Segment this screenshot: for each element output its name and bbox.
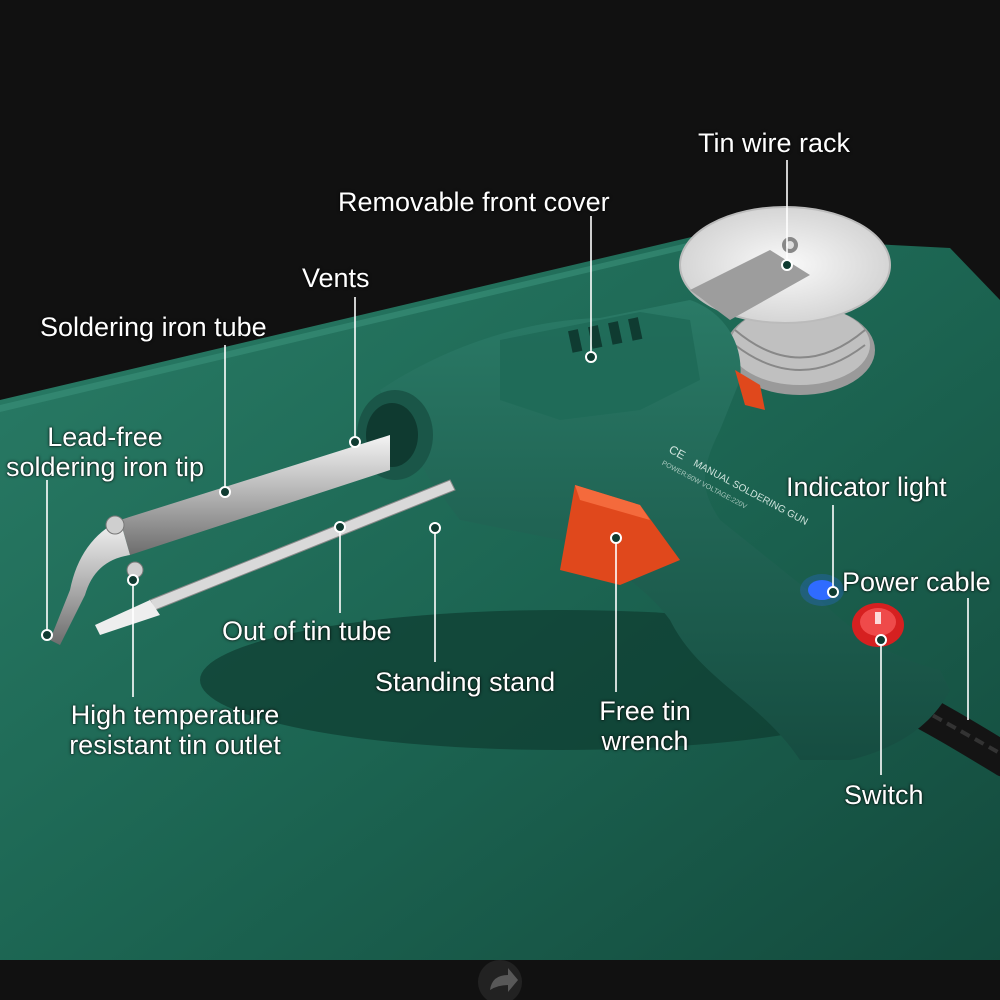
callout-dots [41, 259, 887, 646]
label-removable-front-cover: Removable front cover [338, 187, 610, 217]
tin-feed-tab [735, 370, 765, 410]
label-free-tin-wrench: Free tin wrench [599, 696, 691, 756]
label-standing-stand: Standing stand [375, 667, 556, 697]
label-vents: Vents [302, 263, 370, 293]
share-icon [478, 960, 522, 1000]
out-of-tin-tube [95, 479, 456, 635]
label-soldering-iron-tube: Soldering iron tube [40, 312, 267, 342]
label-high-temp-outlet: High temperature resistant tin outlet [69, 700, 281, 760]
label-power-cable: Power cable [842, 567, 991, 597]
tin-wire-spool [679, 206, 891, 395]
callout-lines [46, 160, 969, 775]
label-out-of-tin-tube: Out of tin tube [222, 616, 392, 646]
soldering-iron-tube [50, 435, 390, 645]
body-ce-mark: CE [667, 442, 688, 462]
label-switch: Switch [844, 780, 924, 810]
power-switch [852, 603, 904, 647]
label-lead-free-tip: Lead-free soldering iron tip [5, 422, 205, 482]
label-indicator-light: Indicator light [786, 472, 947, 502]
label-tin-wire-rack: Tin wire rack [698, 128, 851, 158]
